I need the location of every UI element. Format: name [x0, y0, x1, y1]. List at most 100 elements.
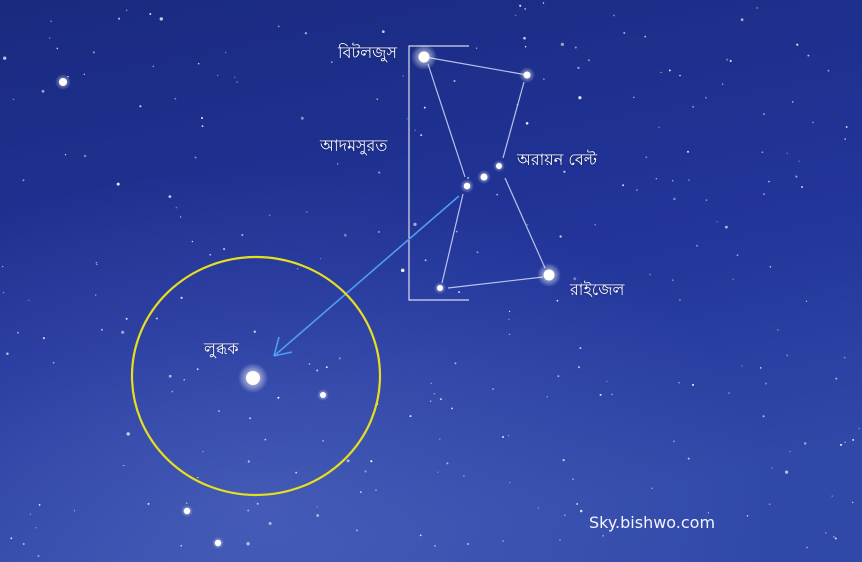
background-star: [556, 299, 559, 302]
background-star: [812, 121, 814, 124]
background-star: [824, 532, 827, 534]
background-star: [705, 96, 707, 99]
background-star: [740, 18, 744, 22]
background-star: [852, 438, 855, 441]
background-star: [95, 261, 97, 264]
background-star: [316, 514, 320, 517]
background-star: [678, 298, 681, 302]
background-star: [217, 74, 219, 76]
background-star: [509, 481, 511, 484]
label-betelgeuse: বিটলজুস: [338, 43, 398, 62]
background-star: [613, 14, 615, 17]
background-star: [316, 369, 319, 372]
label-orion: আদমসুরত: [320, 136, 388, 155]
background-star: [771, 467, 773, 469]
rigel-star: [537, 263, 561, 287]
background-star: [400, 268, 405, 273]
background-star: [246, 541, 250, 546]
background-star: [42, 337, 45, 340]
sirius-highlight-circle: [130, 255, 382, 497]
background-star: [83, 73, 85, 75]
background-star: [623, 31, 626, 35]
background-star: [236, 81, 239, 84]
background-star: [599, 393, 602, 396]
background-star: [454, 362, 457, 365]
background-star: [149, 13, 152, 15]
background-star: [249, 417, 251, 420]
background-star: [671, 179, 674, 182]
background-star: [467, 176, 470, 179]
background-star: [526, 223, 529, 226]
background-star: [564, 514, 566, 516]
background-star: [508, 310, 511, 313]
background-star: [831, 495, 833, 497]
background-star: [409, 415, 412, 418]
background-star: [559, 235, 562, 238]
background-star: [147, 502, 150, 505]
background-star: [786, 152, 788, 154]
background-star: [660, 71, 662, 74]
background-star: [159, 17, 164, 21]
background-star: [651, 487, 653, 490]
background-star: [17, 331, 19, 334]
background-star: [264, 438, 267, 441]
background-star: [413, 222, 417, 227]
background-star: [833, 536, 835, 538]
background-star: [827, 69, 830, 72]
label-orion-belt: অরায়ন বেল্ট: [517, 150, 598, 169]
background-star: [852, 501, 854, 504]
background-star: [462, 474, 465, 477]
background-star: [671, 279, 674, 282]
background-star: [300, 116, 304, 120]
background-star: [253, 330, 257, 333]
background-star: [768, 503, 771, 506]
orion-constellation-lines: [424, 56, 546, 289]
line-betelgeuse-belt: [427, 63, 466, 178]
background-star: [168, 374, 172, 378]
background-star: [277, 25, 280, 28]
background-star: [795, 175, 798, 178]
background-star: [845, 126, 848, 128]
background-star: [95, 294, 97, 296]
background-star: [655, 178, 657, 180]
background-star: [362, 49, 365, 52]
background-star: [202, 450, 204, 453]
background-star: [796, 43, 799, 46]
background-star: [378, 231, 380, 233]
background-star: [858, 427, 860, 430]
background-star: [406, 118, 408, 120]
background-star: [49, 37, 51, 39]
background-star: [658, 126, 660, 128]
background-star: [835, 377, 838, 380]
background-star: [524, 7, 527, 10]
background-star: [22, 179, 25, 182]
background-star: [433, 392, 436, 395]
background-star: [83, 154, 87, 158]
background-star: [343, 233, 347, 237]
background-star: [376, 98, 378, 100]
line-betelgeuse-bellatrix: [424, 56, 528, 76]
background-star: [330, 61, 333, 63]
background-star: [28, 299, 30, 302]
background-star: [10, 537, 13, 540]
background-star: [578, 96, 582, 100]
background-star: [687, 457, 690, 460]
background-star: [562, 458, 565, 462]
background-star: [186, 502, 188, 504]
background-star: [451, 407, 453, 410]
background-star: [633, 96, 635, 99]
background-star: [800, 185, 804, 189]
background-star: [316, 506, 318, 508]
background-star: [762, 415, 765, 418]
background-star: [247, 460, 250, 463]
background-star: [126, 9, 128, 11]
background-star: [606, 380, 608, 382]
background-star: [492, 388, 495, 391]
background-star: [420, 134, 423, 137]
background-star: [375, 489, 377, 491]
background-star: [92, 51, 95, 54]
background-star: [542, 2, 545, 4]
background-star: [217, 409, 221, 413]
background-star: [519, 4, 522, 7]
